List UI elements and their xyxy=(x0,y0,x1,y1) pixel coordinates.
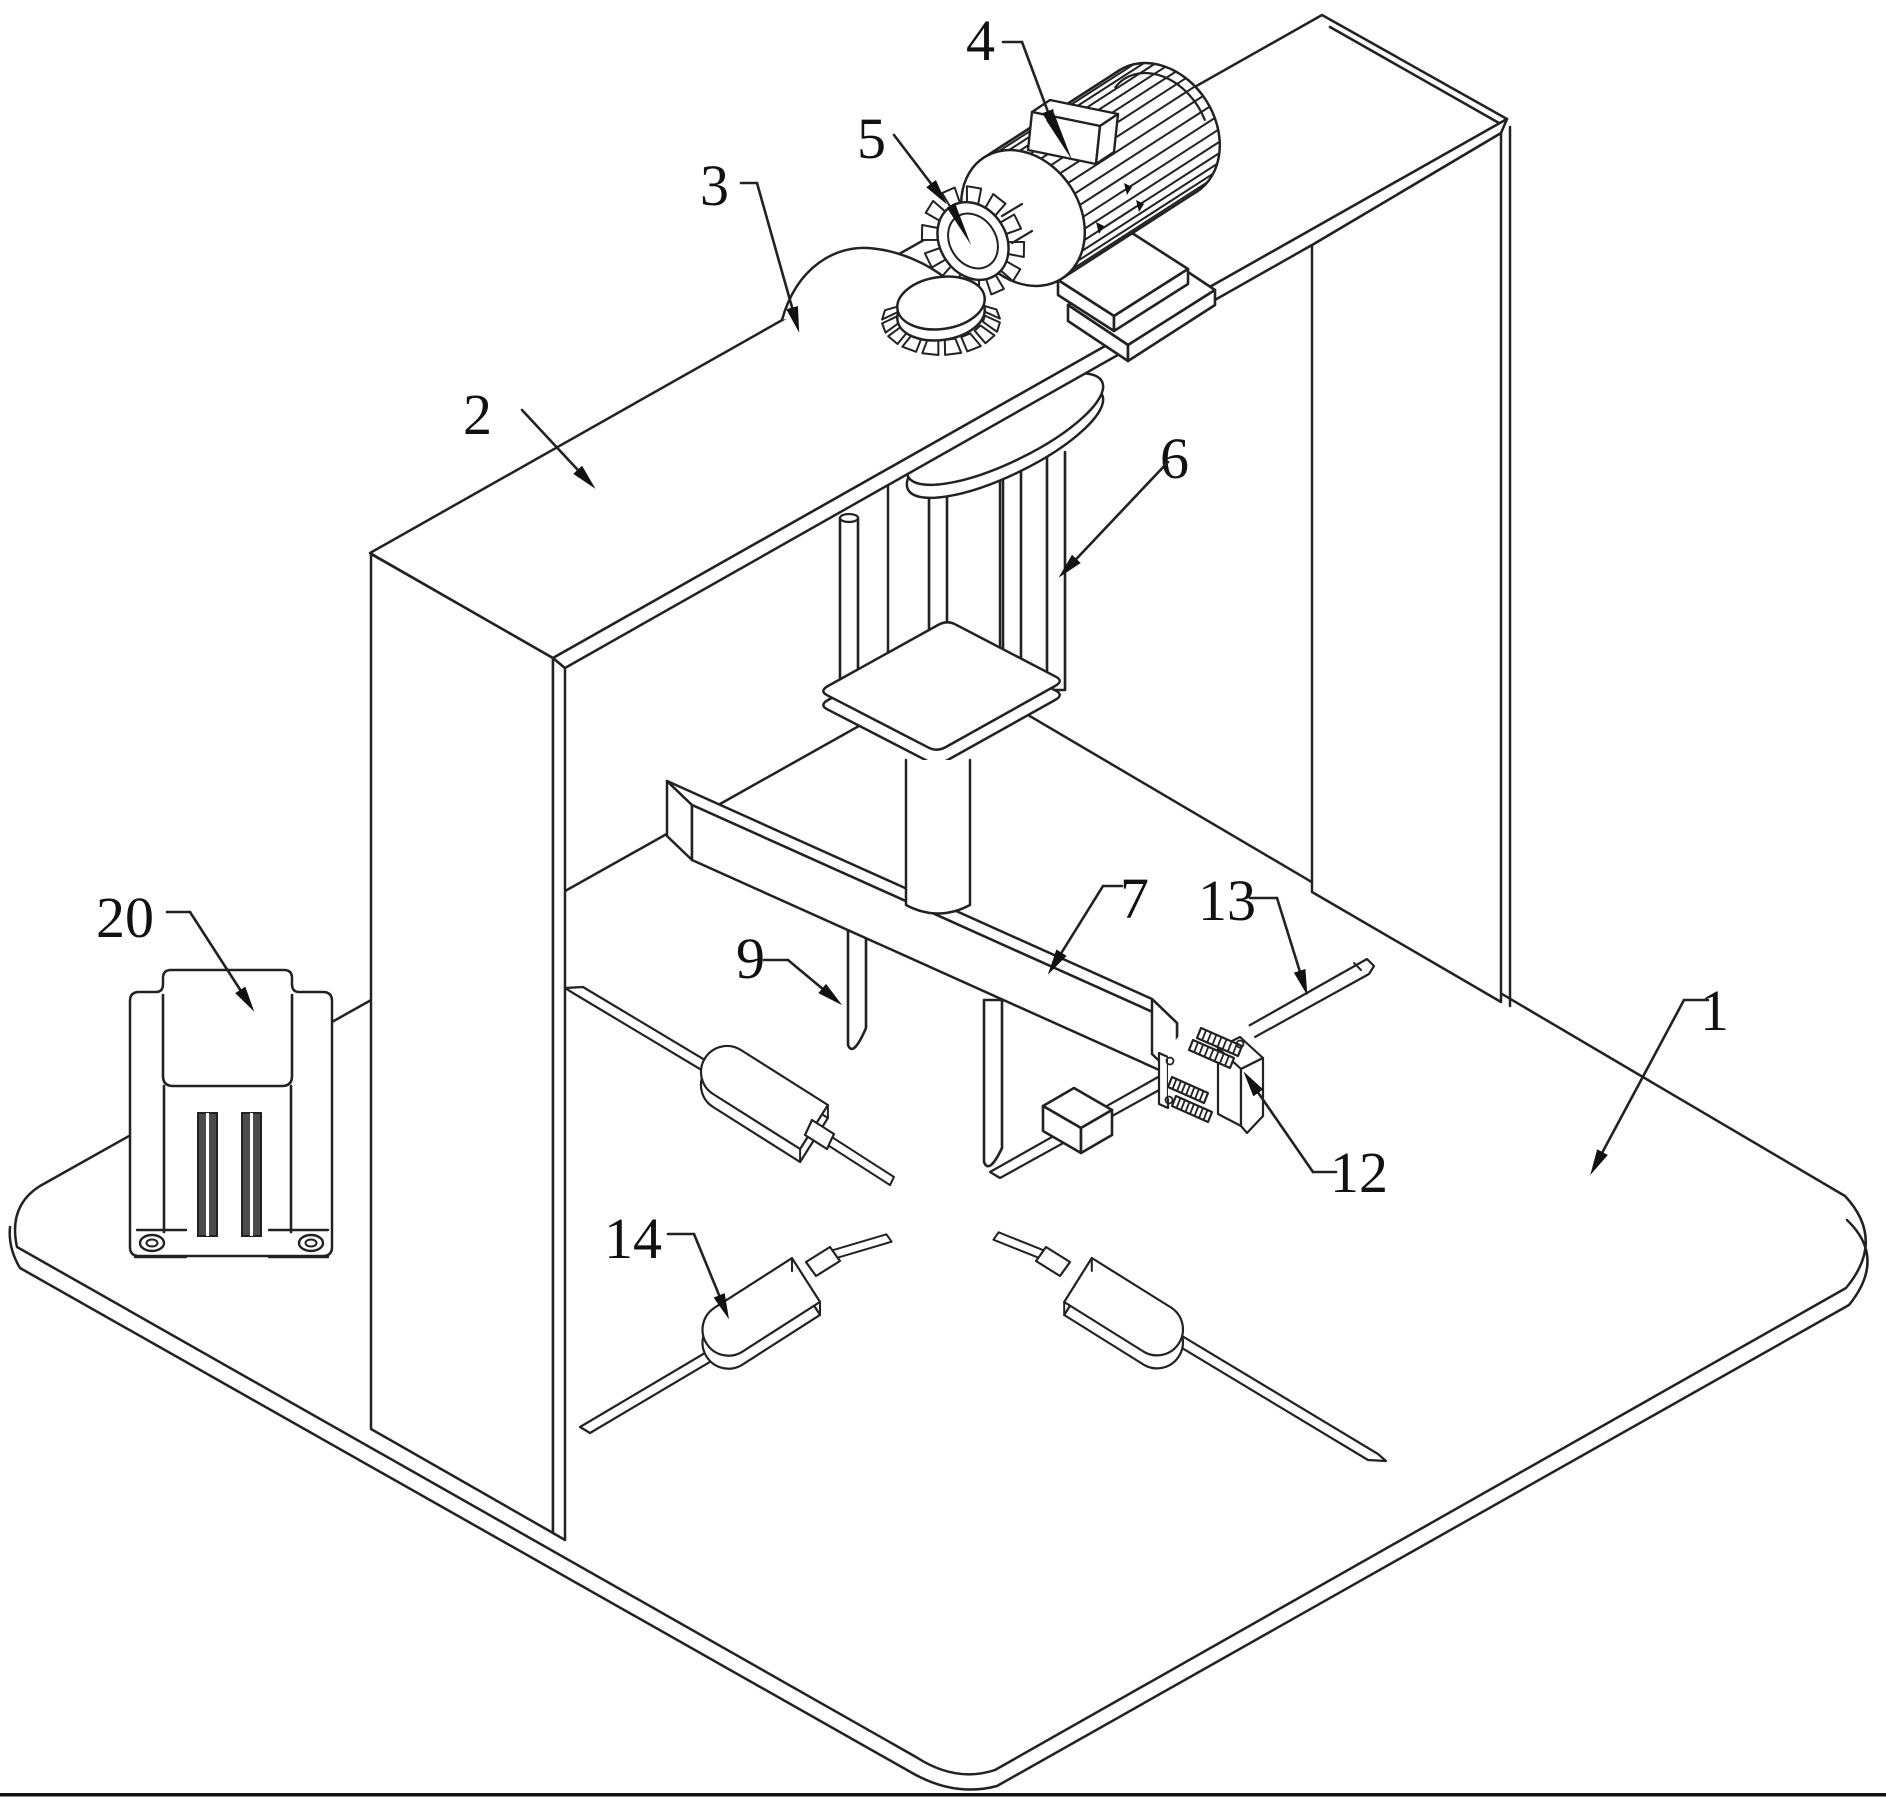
svg-text:13: 13 xyxy=(1198,868,1256,933)
svg-text:1: 1 xyxy=(1700,978,1729,1043)
svg-text:5: 5 xyxy=(857,106,886,171)
svg-text:6: 6 xyxy=(1160,426,1189,491)
svg-text:12: 12 xyxy=(1330,1140,1388,1205)
svg-text:3: 3 xyxy=(700,153,729,218)
svg-text:4: 4 xyxy=(966,8,995,73)
svg-text:9: 9 xyxy=(736,926,765,991)
svg-text:2: 2 xyxy=(463,382,492,447)
svg-text:20: 20 xyxy=(96,885,154,950)
svg-text:14: 14 xyxy=(604,1206,662,1271)
svg-text:7: 7 xyxy=(1120,866,1149,931)
